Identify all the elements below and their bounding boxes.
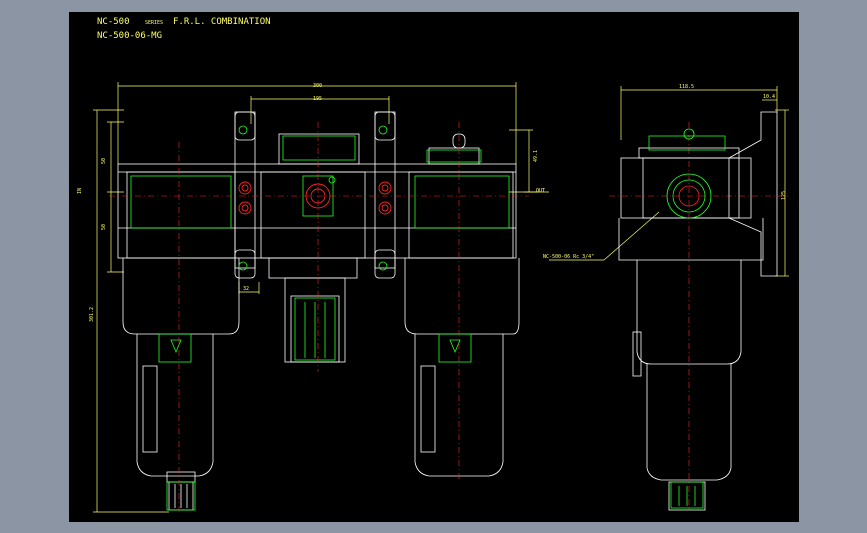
dim-right-height: 49.1	[533, 150, 539, 162]
dim-out-label: OUT	[536, 188, 545, 194]
title-line1-series: SERIES	[145, 20, 163, 26]
dim-side-small: 10.4	[763, 94, 775, 100]
center-lines	[109, 122, 789, 512]
dim-lower-height: 50	[101, 224, 107, 230]
dim-side-width: 118.5	[679, 84, 694, 90]
dim-overall-width: 300	[313, 83, 322, 89]
title-line1-description: F.R.L. COMBINATION	[173, 17, 271, 27]
dim-upper-height: 50	[101, 158, 107, 164]
title-line2: NC-500-06-MG	[97, 31, 162, 41]
side-view-details	[648, 128, 726, 509]
dim-total-height: 301.2	[89, 307, 95, 322]
dim-small-width: 32	[243, 286, 249, 292]
dimension-lines	[93, 82, 789, 513]
frl-drawing: NC-500 SERIES F.R.L. COMBINATION NC-500-…	[77, 17, 789, 513]
title-line1-model: NC-500	[97, 17, 130, 27]
port-callout: NC-500-06 Rc 3/4"	[543, 254, 594, 260]
front-view-details	[130, 125, 510, 511]
drawing-canvas[interactable]: NC-500 SERIES F.R.L. COMBINATION NC-500-…	[69, 12, 799, 522]
side-view-port	[678, 185, 700, 207]
mounting-bolts	[238, 181, 392, 215]
dim-side-height: 125	[781, 191, 787, 200]
dim-inner-width: 195	[313, 96, 322, 102]
dim-in-label: IN	[77, 188, 83, 194]
side-view	[618, 111, 778, 511]
